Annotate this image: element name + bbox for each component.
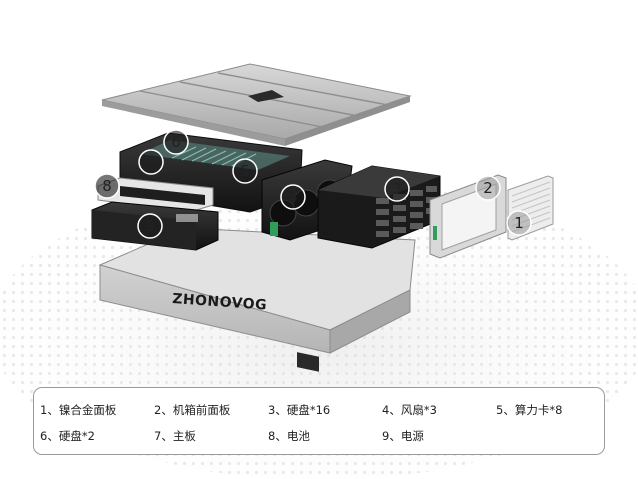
callout-4: 4: [280, 184, 306, 210]
legend-item: 9、电源: [382, 429, 424, 443]
svg-text:8: 8: [102, 177, 112, 195]
callout-9: 9: [137, 213, 163, 239]
legend-item: 1、镍合金面板: [40, 403, 117, 417]
legend-item: 8、电池: [268, 429, 310, 443]
callout-6: 6: [163, 129, 189, 155]
svg-text:3: 3: [392, 180, 402, 198]
svg-text:5: 5: [240, 162, 250, 180]
legend-item: 6、硬盘*2: [40, 429, 95, 443]
callout-7: 7: [138, 149, 164, 175]
legend-item: 2、机箱前面板: [154, 403, 231, 417]
legend-item: 4、风扇*3: [382, 403, 437, 417]
callout-8: 8: [94, 173, 120, 199]
svg-text:6: 6: [171, 133, 181, 151]
callouts: 1 2 3 4 5 6 7 8: [94, 129, 532, 239]
legend-item: 3、硬盘*16: [268, 403, 331, 417]
svg-text:7: 7: [146, 153, 156, 171]
top-lid: [101, 63, 412, 146]
svg-text:4: 4: [288, 188, 298, 206]
svg-text:2: 2: [483, 179, 493, 197]
power-supply: [91, 201, 219, 251]
chassis-badge-icon: [297, 352, 319, 372]
callout-3: 3: [384, 176, 410, 202]
callout-1: 1: [506, 210, 532, 236]
svg-text:1: 1: [514, 214, 524, 232]
svg-text:9: 9: [145, 217, 155, 235]
callout-2: 2: [475, 175, 501, 201]
legend-box: 1、镍合金面板 2、机箱前面板 3、硬盘*16 4、风扇*3 5、算力卡*8 6…: [33, 387, 605, 455]
brand-text: ZHONOVOG: [172, 291, 268, 314]
callout-5: 5: [232, 158, 258, 184]
chassis-tray: [98, 227, 416, 372]
legend-item: 5、算力卡*8: [496, 403, 563, 417]
legend-item: 7、主板: [154, 429, 196, 443]
